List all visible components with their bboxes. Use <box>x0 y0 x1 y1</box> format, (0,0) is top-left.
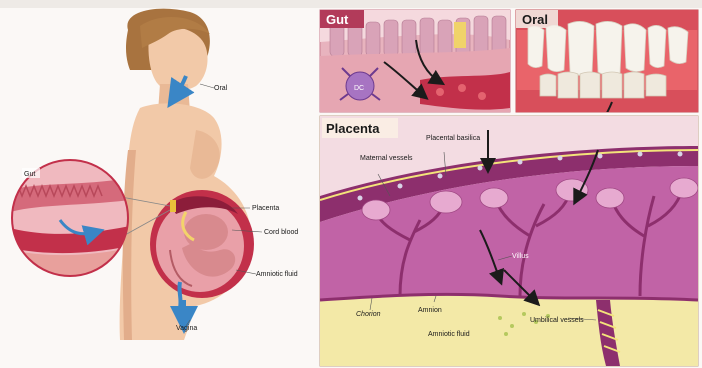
label-oral: Oral <box>214 85 228 92</box>
label-amniotic-fluid-placenta: Amniotic fluid <box>428 331 470 338</box>
label-maternal-vessels: Maternal vessels <box>360 155 413 162</box>
label-placenta: Placenta <box>252 205 279 212</box>
dc-label: DC <box>354 85 364 92</box>
label-placental-basilica: Placental basilica <box>426 135 480 142</box>
label-gut: Gut <box>24 171 35 178</box>
label-umbilical-vessels: Umbilical vessels <box>530 317 584 324</box>
gut-title: Gut <box>326 12 349 27</box>
placenta-panel: Placenta Maternal vessels Placental basi… <box>320 116 698 366</box>
oral-title: Oral <box>522 12 548 27</box>
label-villus: Villus <box>512 253 529 260</box>
label-amnion: Amnion <box>418 307 442 314</box>
lower-teeth <box>540 72 666 98</box>
label-cord-blood: Cord blood <box>264 229 298 236</box>
gut-panel: Gut DC <box>320 10 510 112</box>
gut-marker <box>170 200 176 212</box>
header-strip <box>0 0 702 8</box>
label-amniotic-fluid: Amniotic fluid <box>256 271 298 278</box>
placenta-title: Placenta <box>326 121 380 136</box>
label-chorion: Chorion <box>356 311 381 318</box>
oral-panel: Oral <box>516 10 698 126</box>
pregnant-woman-figure <box>120 9 254 340</box>
amniotic-fluid-arrow <box>179 282 180 308</box>
label-vagina: Vagina <box>176 325 197 332</box>
